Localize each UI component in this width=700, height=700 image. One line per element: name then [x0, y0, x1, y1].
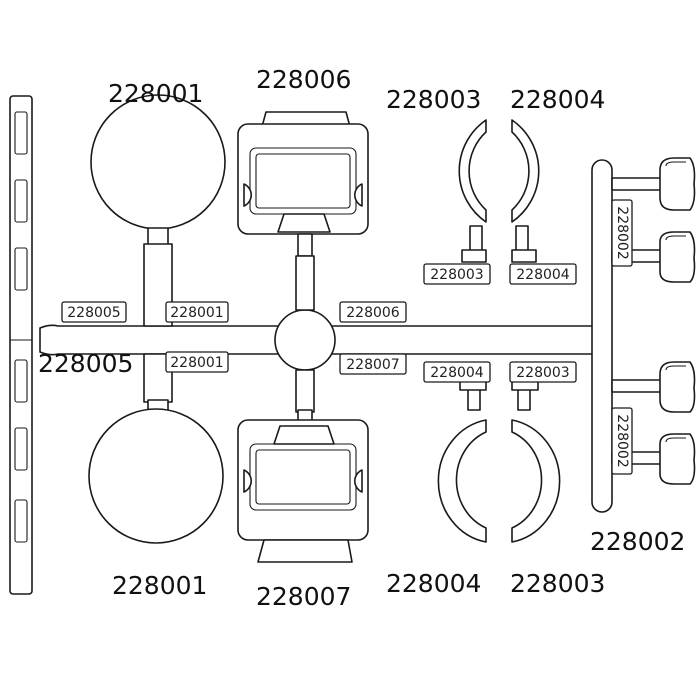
svg-text:228006: 228006: [346, 305, 400, 321]
part-228002-upper-b: [659, 231, 696, 283]
svg-text:228001: 228001: [170, 355, 223, 371]
callout-228001-bottom: 228001: [112, 571, 207, 600]
runner-tag-228002-upper: 228002: [611, 199, 633, 267]
runner-tag-228004-bottom: 228004: [423, 361, 491, 383]
svg-text:228001: 228001: [170, 305, 223, 321]
runner-tag-228003-top: 228003: [423, 263, 491, 285]
svg-text:228003: 228003: [430, 267, 483, 283]
callout-228004-top: 228004: [510, 85, 605, 114]
callout-228004-bottom: 228004: [386, 569, 481, 598]
svg-text:228002: 228002: [614, 206, 630, 259]
runner-tag-228001-top: 228001: [165, 301, 229, 323]
part-228001-bottom-dome: [88, 353, 224, 544]
runner-tag-228001-bottom: 228001: [165, 351, 229, 373]
part-228002-upper-a: [659, 157, 696, 211]
svg-text:228002: 228002: [614, 414, 630, 467]
callout-228003-top: 228003: [386, 85, 481, 114]
callout-228006: 228006: [256, 65, 351, 94]
part-228006-clip-frame: [237, 111, 369, 311]
part-228004-top-ring-half: [511, 119, 540, 263]
callout-228007: 228007: [256, 582, 351, 611]
runner-tag-228004-top: 228004: [509, 263, 577, 285]
runner-tag-228002-lower: 228002: [611, 407, 633, 475]
part-228001-top-dome: [90, 94, 226, 327]
svg-text:228007: 228007: [346, 357, 399, 373]
part-228004-bottom-ring-half: [437, 379, 487, 543]
callout-228003-bottom: 228003: [510, 569, 605, 598]
runner-tag-228005: 228005: [61, 301, 127, 323]
part-228002-lower-a: [659, 361, 696, 413]
part-228003-bottom-ring-half: [511, 379, 561, 543]
svg-text:228005: 228005: [67, 305, 120, 321]
svg-text:228004: 228004: [430, 365, 484, 381]
svg-text:228004: 228004: [516, 267, 570, 283]
part-228007-clip-frame: [237, 369, 369, 563]
runner-tag-228003-bottom: 228003: [509, 361, 577, 383]
left-rail: [9, 95, 33, 595]
svg-text:228003: 228003: [516, 365, 569, 381]
runner-tag-228006: 228006: [339, 301, 407, 323]
callout-228001-top: 228001: [108, 79, 203, 108]
center-hub: [274, 309, 336, 371]
callout-228002: 228002: [590, 527, 685, 556]
part-228002-lower-b: [659, 433, 696, 485]
callout-228005: 228005: [38, 349, 133, 378]
part-228003-top-ring-half: [458, 119, 487, 263]
runner-tag-228007: 228007: [339, 353, 407, 375]
